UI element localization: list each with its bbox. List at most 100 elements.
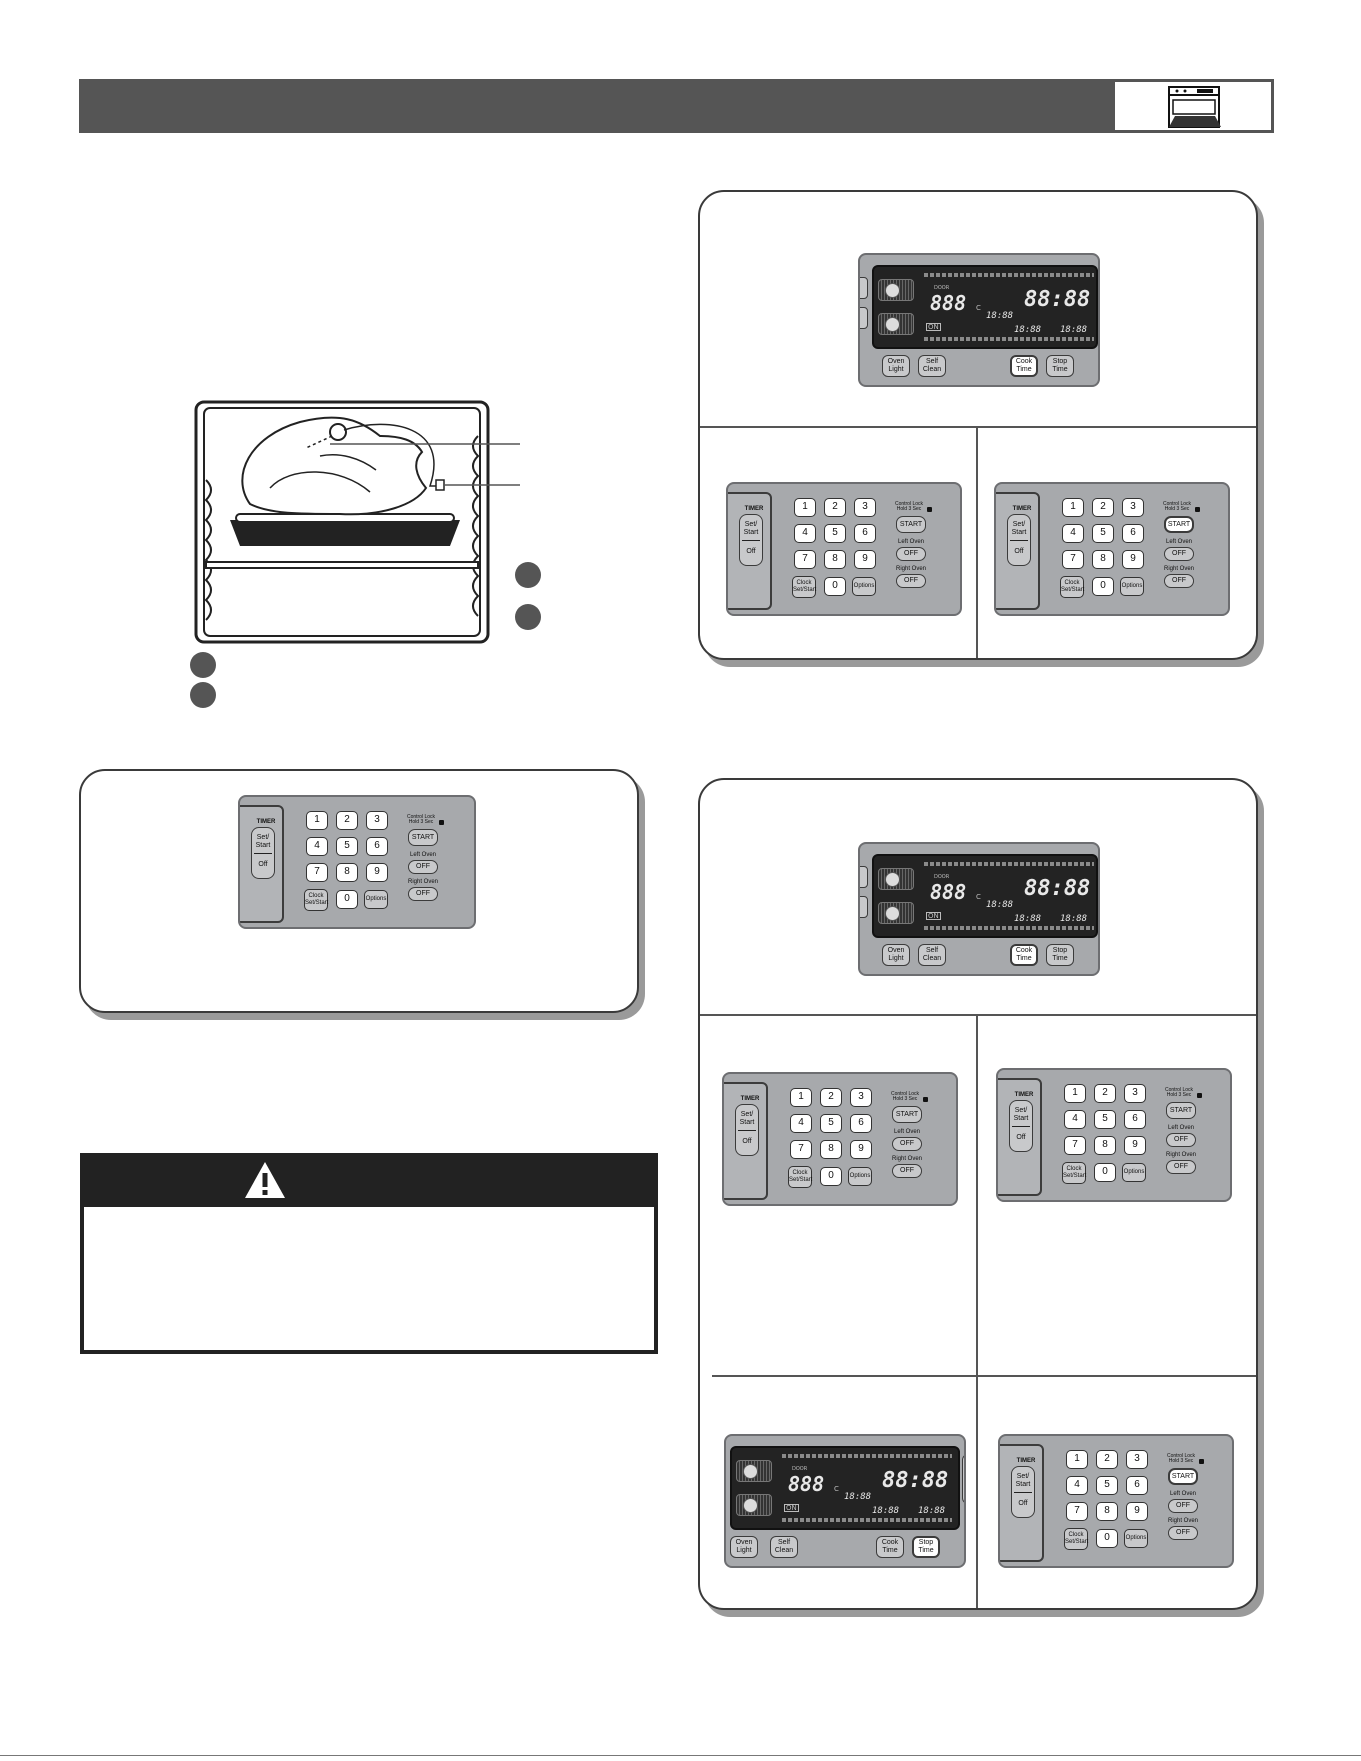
keypad-key-0[interactable]: 0 <box>336 890 358 909</box>
keypad-key-6[interactable]: 6 <box>854 524 876 543</box>
keypad-key-8[interactable]: 8 <box>1096 1502 1118 1521</box>
keypad-key-3[interactable]: 3 <box>366 811 388 830</box>
cook-time-button[interactable]: Cook Time <box>1010 355 1038 377</box>
clock-set-start-button[interactable]: Clock Set/Start <box>1060 576 1084 598</box>
right-oven-off-button[interactable]: OFF <box>896 574 926 588</box>
right-oven-off-button[interactable]: OFF <box>1166 1160 1196 1174</box>
self-clean-button[interactable]: Self Clean <box>770 1536 798 1558</box>
timer-set-start-button[interactable]: Se St <box>962 1454 964 1504</box>
keypad-key-5[interactable]: 5 <box>820 1114 842 1133</box>
clock-set-start-button[interactable]: Clock Set/Start <box>788 1166 812 1188</box>
edge-button[interactable] <box>860 896 868 918</box>
clock-set-start-button[interactable]: Clock Set/Start <box>304 889 328 911</box>
keypad-key-7[interactable]: 7 <box>306 863 328 882</box>
keypad-key-1[interactable]: 1 <box>790 1088 812 1107</box>
oven-light-button[interactable]: Oven Light <box>882 355 910 377</box>
keypad-key-0[interactable]: 0 <box>1094 1163 1116 1182</box>
keypad-key-5[interactable]: 5 <box>336 837 358 856</box>
keypad-key-3[interactable]: 3 <box>1124 1084 1146 1103</box>
right-oven-off-button[interactable]: OFF <box>892 1164 922 1178</box>
options-button[interactable]: Options <box>1124 1529 1148 1548</box>
keypad-key-4[interactable]: 4 <box>794 524 816 543</box>
keypad-key-0[interactable]: 0 <box>1096 1529 1118 1548</box>
left-oven-off-button[interactable]: OFF <box>408 860 438 874</box>
stop-time-button[interactable]: Stop Time <box>1046 944 1074 966</box>
keypad-key-3[interactable]: 3 <box>854 498 876 517</box>
keypad-key-6[interactable]: 6 <box>1124 1110 1146 1129</box>
left-oven-off-button[interactable]: OFF <box>1168 1499 1198 1513</box>
keypad-key-6[interactable]: 6 <box>1126 1476 1148 1495</box>
keypad-key-6[interactable]: 6 <box>1122 524 1144 543</box>
keypad-key-7[interactable]: 7 <box>1062 550 1084 569</box>
left-oven-off-button[interactable]: OFF <box>1164 547 1194 561</box>
right-oven-off-button[interactable]: OFF <box>1164 574 1194 588</box>
keypad-key-5[interactable]: 5 <box>1096 1476 1118 1495</box>
keypad-key-8[interactable]: 8 <box>336 863 358 882</box>
keypad-key-1[interactable]: 1 <box>794 498 816 517</box>
keypad-key-1[interactable]: 1 <box>1066 1450 1088 1469</box>
keypad-key-5[interactable]: 5 <box>1094 1110 1116 1129</box>
keypad-key-4[interactable]: 4 <box>1066 1476 1088 1495</box>
keypad-key-8[interactable]: 8 <box>1092 550 1114 569</box>
start-button[interactable]: START <box>408 829 438 846</box>
cook-time-button[interactable]: Cook Time <box>1010 944 1038 966</box>
keypad-key-1[interactable]: 1 <box>1062 498 1084 517</box>
stop-time-button[interactable]: Stop Time <box>1046 355 1074 377</box>
options-button[interactable]: Options <box>848 1167 872 1186</box>
keypad-key-2[interactable]: 2 <box>1096 1450 1118 1469</box>
stop-time-button[interactable]: Stop Time <box>912 1536 940 1558</box>
keypad-key-5[interactable]: 5 <box>824 524 846 543</box>
keypad-key-8[interactable]: 8 <box>820 1140 842 1159</box>
keypad-key-9[interactable]: 9 <box>1124 1136 1146 1155</box>
start-button[interactable]: START <box>1164 516 1194 533</box>
left-oven-off-button[interactable]: OFF <box>896 547 926 561</box>
left-oven-off-button[interactable]: OFF <box>1166 1133 1196 1147</box>
keypad-key-2[interactable]: 2 <box>336 811 358 830</box>
keypad-key-7[interactable]: 7 <box>790 1140 812 1159</box>
keypad-key-3[interactable]: 3 <box>850 1088 872 1107</box>
cook-time-button[interactable]: Cook Time <box>876 1536 904 1558</box>
clock-set-start-button[interactable]: Clock Set/Start <box>792 576 816 598</box>
keypad-key-2[interactable]: 2 <box>1092 498 1114 517</box>
keypad-key-8[interactable]: 8 <box>824 550 846 569</box>
left-oven-off-button[interactable]: OFF <box>892 1137 922 1151</box>
keypad-key-4[interactable]: 4 <box>1064 1110 1086 1129</box>
keypad-key-3[interactable]: 3 <box>1126 1450 1148 1469</box>
keypad-key-5[interactable]: 5 <box>1092 524 1114 543</box>
oven-light-button[interactable]: Oven Light <box>882 944 910 966</box>
edge-button[interactable] <box>860 866 868 888</box>
keypad-key-7[interactable]: 7 <box>1066 1502 1088 1521</box>
oven-light-button[interactable]: Oven Light <box>730 1536 758 1558</box>
keypad-key-1[interactable]: 1 <box>306 811 328 830</box>
start-button[interactable]: START <box>896 516 926 533</box>
keypad-key-0[interactable]: 0 <box>824 577 846 596</box>
keypad-key-6[interactable]: 6 <box>366 837 388 856</box>
keypad-key-3[interactable]: 3 <box>1122 498 1144 517</box>
options-button[interactable]: Options <box>364 890 388 909</box>
keypad-key-2[interactable]: 2 <box>1094 1084 1116 1103</box>
self-clean-button[interactable]: Self Clean <box>918 944 946 966</box>
keypad-key-0[interactable]: 0 <box>820 1167 842 1186</box>
options-button[interactable]: Options <box>852 577 876 596</box>
keypad-key-9[interactable]: 9 <box>850 1140 872 1159</box>
keypad-key-9[interactable]: 9 <box>1126 1502 1148 1521</box>
start-button[interactable]: START <box>1166 1102 1196 1119</box>
keypad-key-9[interactable]: 9 <box>1122 550 1144 569</box>
keypad-key-2[interactable]: 2 <box>824 498 846 517</box>
clock-set-start-button[interactable]: Clock Set/Start <box>1064 1528 1088 1550</box>
clock-set-start-button[interactable]: Clock Set/Start <box>1062 1162 1086 1184</box>
keypad-key-4[interactable]: 4 <box>306 837 328 856</box>
keypad-key-2[interactable]: 2 <box>820 1088 842 1107</box>
keypad-key-1[interactable]: 1 <box>1064 1084 1086 1103</box>
keypad-key-0[interactable]: 0 <box>1092 577 1114 596</box>
right-oven-off-button[interactable]: OFF <box>408 887 438 901</box>
keypad-key-9[interactable]: 9 <box>366 863 388 882</box>
keypad-key-7[interactable]: 7 <box>794 550 816 569</box>
edge-button[interactable] <box>860 307 868 329</box>
keypad-key-9[interactable]: 9 <box>854 550 876 569</box>
options-button[interactable]: Options <box>1122 1163 1146 1182</box>
options-button[interactable]: Options <box>1120 577 1144 596</box>
start-button[interactable]: START <box>1168 1468 1198 1485</box>
edge-button[interactable] <box>860 277 868 299</box>
keypad-key-4[interactable]: 4 <box>1062 524 1084 543</box>
